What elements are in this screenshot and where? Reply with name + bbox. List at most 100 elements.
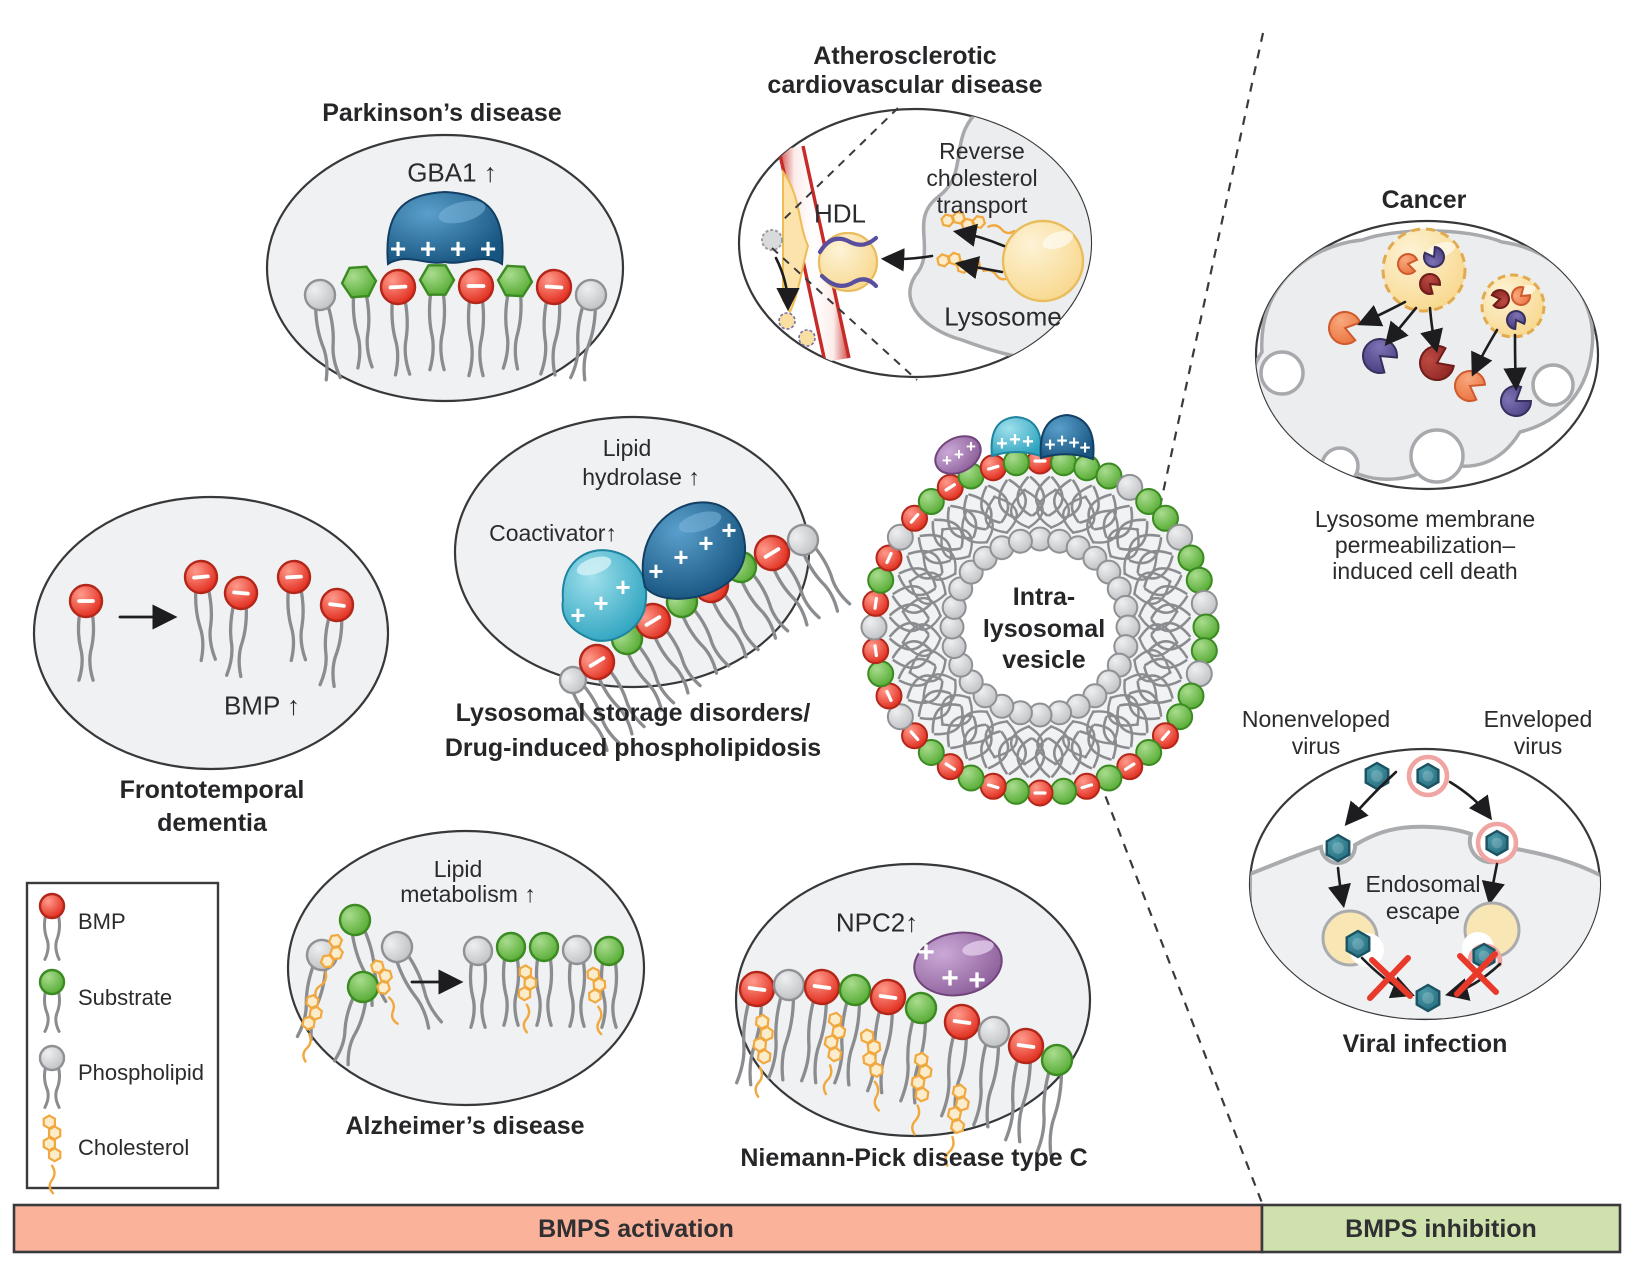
ftd-title-line2: dementia [157,808,267,837]
enveloped-label-line1: Enveloped [1483,705,1593,732]
parkinsons-panel: ++++ [265,133,625,403]
blocked-x-icon [1367,955,1413,1001]
gba1-protein: ++++ [386,190,504,266]
blocked-x-icon [1454,951,1499,997]
cancer-caption-line1: Lysosome membrane [1314,505,1536,532]
svg-text:+: + [480,233,496,264]
legend-substrate-icon [38,968,66,1033]
lsd-title-line2: Drug-induced phospholipidosis [444,733,822,762]
virus-icon [1475,821,1519,865]
metabolism-label-line2: metabolism ↑ [400,880,536,907]
magnifier-dashed-lines [771,107,918,381]
svg-text:+: + [721,515,736,545]
lsd-panel: +++++++ [453,415,852,753]
legend-label-cholesterol: Cholesterol [78,1135,190,1160]
svg-text:+: + [954,445,964,464]
parkinsons-membrane [303,264,608,382]
activation-bar-label: BMPS activation [538,1214,734,1243]
endosomal-label-line2: escape [1385,897,1461,924]
lsd-title-line1: Lysosomal storage disorders/ [455,698,811,727]
cancer-title: Cancer [1381,185,1467,214]
vesicle-heads [860,447,1220,807]
viral-panel [1248,747,1602,1021]
legend-cholesterol-icon [42,1114,62,1195]
acd-title-line1: Atherosclerotic [813,41,997,70]
viral-title: Viral infection [1342,1029,1508,1058]
virus-icon [1406,754,1450,798]
svg-text:+: + [996,433,1008,455]
svg-text:+: + [390,233,406,264]
npc-membrane [735,968,1074,1167]
metabolism-label-line1: Lipid [433,855,483,882]
svg-text:+: + [968,964,986,997]
npc-panel: +++ [734,862,1092,1167]
alz-tangle [295,903,444,1067]
legend-phospholipid-icon [38,1044,66,1109]
hydrolase-label-line2: hydrolase ↑ [582,463,700,490]
footer-bars [12,1203,1622,1254]
rct-label-line1: Reverse [939,137,1025,164]
cancer-lysosome [1480,273,1546,339]
svg-text:+: + [966,437,976,456]
hydrolase-label-line1: Lipid [602,434,652,461]
npc2-label: NPC2↑ [835,907,919,938]
coactivator-label: Coactivator↑ [489,519,617,546]
nonenveloped-label-line2: virus [1291,732,1341,759]
cancer-lysosome [1381,227,1467,313]
virus-icon [1345,929,1371,959]
legend-bmp-icon [38,892,66,961]
svg-text:+: + [1068,433,1079,454]
legend-label-substrate: Substrate [78,985,173,1010]
rct-label-line2: cholesterol [926,164,1038,191]
vesicle-proteins: ++++++++++ [934,413,1095,475]
endosomal-label-line1: Endosomal [1365,870,1481,897]
legend-box [25,881,220,1195]
acd-vessel [761,145,851,363]
inhibition-bar-label: BMPS inhibition [1345,1214,1537,1243]
cancer-panel [1254,219,1600,491]
legend-label-bmp: BMP [78,909,126,934]
coactivator-protein: +++ [561,549,648,642]
bmp-up-label: BMP ↑ [223,690,301,721]
svg-text:+: + [673,542,688,572]
svg-text:+: + [698,528,713,558]
cancer-caption-line3: induced cell death [1332,557,1518,584]
svg-text:+: + [1044,435,1055,456]
svg-text:+: + [1009,429,1021,451]
vesicle-label-line2: lysosomal [982,614,1106,643]
acd-lysosome [1001,219,1085,303]
npc2-protein: +++ [913,931,1003,997]
svg-text:+: + [1056,431,1067,452]
hdl-label: HDL [813,198,867,229]
virus-icon [1325,833,1351,863]
svg-text:+: + [1022,431,1034,453]
acd-title-line2: cardiovascular disease [767,70,1043,99]
alzheimers-title: Alzheimer’s disease [345,1111,585,1140]
lysosome-label: Lysosome [944,301,1062,332]
ftd-title-line1: Frontotemporal [119,775,305,804]
svg-text:+: + [450,233,466,264]
svg-text:+: + [648,556,663,586]
vesicle-label-line1: Intra- [1012,582,1076,611]
gba1-label: GBA1 ↑ [407,157,497,188]
svg-text:+: + [1079,438,1090,459]
npc-title: Niemann-Pick disease type C [740,1143,1088,1172]
hdl-particle [817,231,879,293]
svg-text:+: + [615,572,630,602]
nonenveloped-label-line1: Nonenveloped [1241,705,1391,732]
parkinsons-title: Parkinson’s disease [322,98,562,127]
vesicle-tails [888,475,1192,779]
acd-panel [737,107,1093,381]
hydrolase-protein: + + + + [641,501,747,600]
enveloped-label-line2: virus [1513,732,1563,759]
released-enzymes [1328,311,1533,417]
intralysosomal-vesicle: ++++++++++ [860,413,1220,807]
ftd-panel [32,495,390,771]
virus-icon [1415,983,1441,1013]
legend-label-phospholipid: Phospholipid [78,1060,204,1085]
alzheimers-panel [286,829,646,1107]
svg-text:+: + [570,600,585,630]
endosome-escape-left [1321,909,1384,967]
